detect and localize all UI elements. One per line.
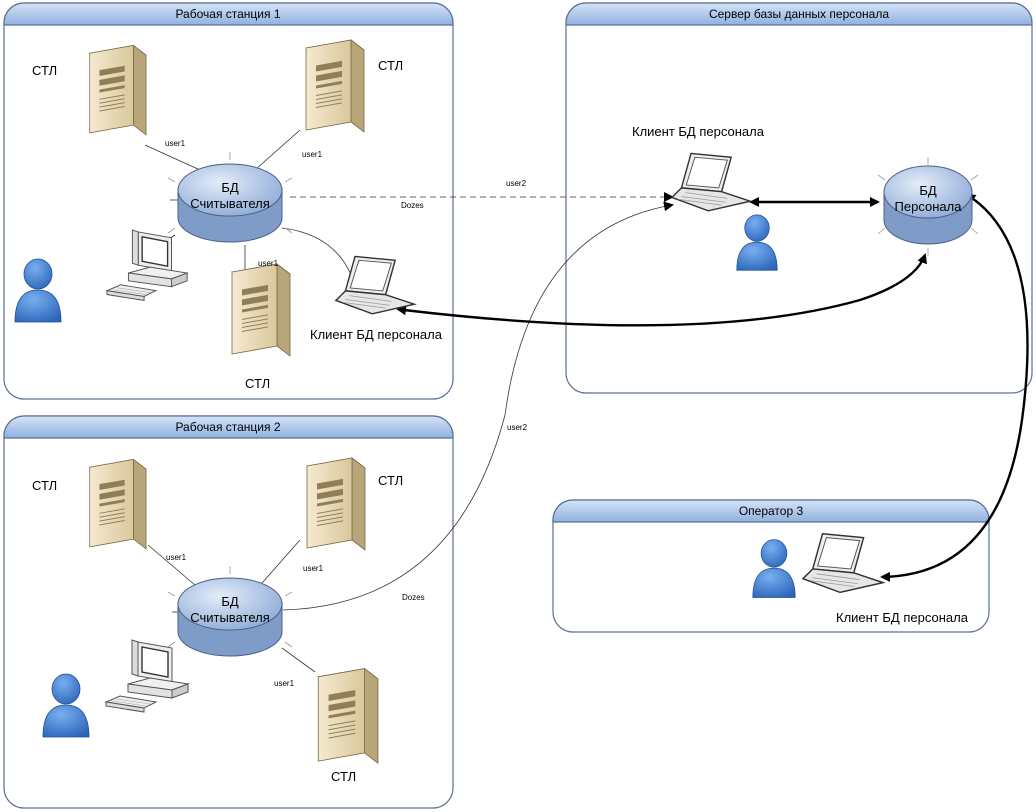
client-label: Клиент БД персонала xyxy=(632,124,765,139)
panel-title: Рабочая станция 1 xyxy=(175,7,280,21)
server-icon xyxy=(306,457,366,551)
db-reader-ws2: БД Считывателя xyxy=(167,566,293,657)
db-label: БД xyxy=(919,183,937,198)
server-icon xyxy=(89,44,147,136)
dozes-label: Dozes xyxy=(402,593,425,602)
user-label: user1 xyxy=(274,679,295,688)
db-label: Считывателя xyxy=(190,196,270,211)
link-curve xyxy=(282,201,674,611)
user-label: user2 xyxy=(506,179,527,188)
link-line xyxy=(254,129,301,171)
server-icon xyxy=(317,668,379,764)
panel-title: Рабочая станция 2 xyxy=(175,420,280,434)
db-reader-ws1: БД Считывателя xyxy=(167,152,293,243)
server-icon xyxy=(89,458,147,550)
client-label: Клиент БД персонала xyxy=(836,610,969,625)
server-label: СТЛ xyxy=(378,473,403,488)
dozes-label: Dozes xyxy=(401,201,424,210)
server-icon xyxy=(231,263,291,357)
db-personnel: БД Персонала xyxy=(877,157,979,256)
operator-db-link xyxy=(880,193,1029,582)
user-label: user1 xyxy=(303,564,324,573)
db-label: Персонала xyxy=(895,199,963,214)
link-line xyxy=(144,144,201,171)
link-line xyxy=(261,539,301,584)
db-label: Считывателя xyxy=(190,610,270,625)
user-label: user1 xyxy=(166,553,187,562)
server-icon xyxy=(305,39,365,133)
user-label: user1 xyxy=(165,139,186,148)
server-label: СТЛ xyxy=(32,478,57,493)
link-line xyxy=(281,647,316,673)
server-label: СТЛ xyxy=(245,376,270,391)
db-label: БД xyxy=(221,180,239,195)
user-label: user2 xyxy=(507,423,528,432)
client-label: Клиент БД персонала xyxy=(310,327,443,342)
server-label: СТЛ xyxy=(378,58,403,73)
server-label: СТЛ xyxy=(331,769,356,784)
panel-title: Сервер базы данных персонала xyxy=(709,7,889,21)
panel-title: Оператор 3 xyxy=(739,504,804,518)
user-label: user1 xyxy=(302,150,323,159)
link-line xyxy=(147,544,196,586)
server-label: СТЛ xyxy=(32,63,57,78)
db-label: БД xyxy=(221,594,239,609)
user-label: user1 xyxy=(258,259,279,268)
panel-operator-3: Оператор 3 xyxy=(552,499,990,633)
thick-links xyxy=(396,193,1029,582)
connections xyxy=(144,129,674,673)
